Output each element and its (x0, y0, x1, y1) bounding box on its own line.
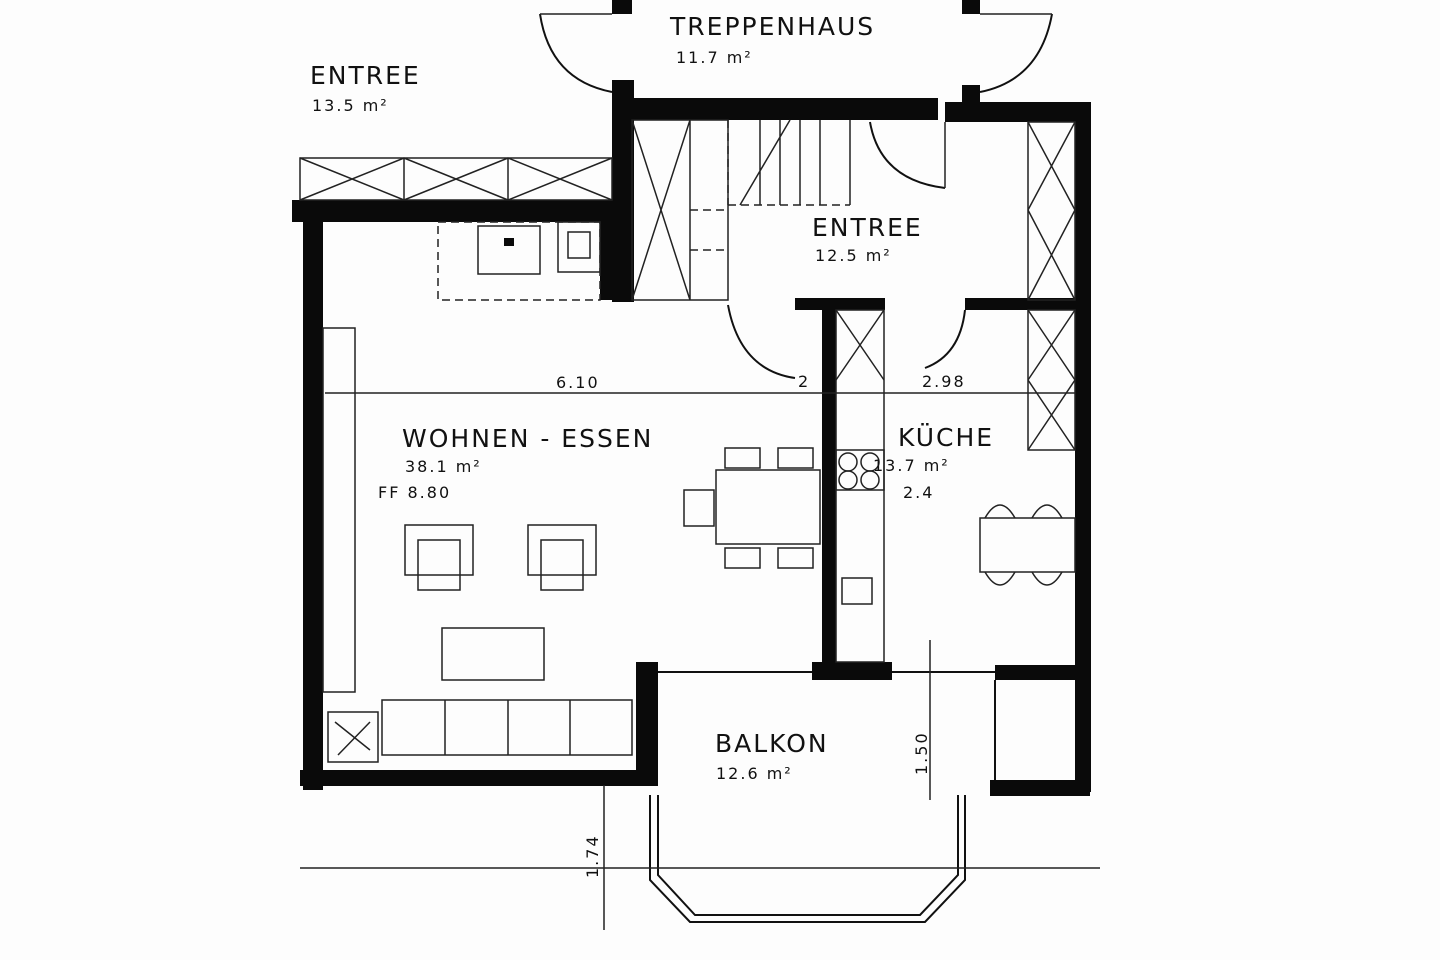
room-area-balkon: 12.6 m² (716, 764, 793, 783)
room-labels: TREPPENHAUS 11.7 m² ENTREE 13.5 m² ENTRE… (310, 12, 994, 783)
walls (292, 0, 1091, 796)
room-name-entree-right: ENTREE (812, 213, 923, 242)
room-name-treppenhaus: TREPPENHAUS (669, 12, 875, 41)
cabinets (299, 121, 1076, 693)
balcony (649, 671, 996, 923)
dimension-bay-depth: 1.74 (583, 834, 602, 878)
dimension-wohnen-width: 6.10 (556, 373, 600, 392)
room-area-kueche: 13.7 m² (873, 456, 950, 475)
furniture (327, 447, 1076, 763)
stairs (631, 119, 851, 301)
room-name-kueche: KÜCHE (898, 423, 994, 452)
dimension-labels: 6.10 2 2.98 1.50 1.74 (556, 372, 966, 878)
room-area-entree-left: 13.5 m² (312, 96, 389, 115)
room-area-entree-right: 12.5 m² (815, 246, 892, 265)
room-area-wohnen-essen: 38.1 m² (405, 457, 482, 476)
dimension-door-mark: 2 (798, 372, 810, 391)
dimension-lines (300, 392, 1100, 930)
dimension-balkon-depth: 1.50 (912, 731, 931, 775)
room-ff-wohnen-essen: FF 8.80 (378, 483, 451, 502)
room-name-entree-left: ENTREE (310, 61, 421, 90)
room-name-wohnen-essen: WOHNEN - ESSEN (402, 424, 653, 453)
room-name-balkon: BALKON (715, 729, 829, 758)
room-area-treppenhaus: 11.7 m² (676, 48, 753, 67)
doors (539, 13, 1053, 379)
room-height-kueche: 2.4 (903, 483, 934, 502)
dimension-kueche-width: 2.98 (922, 372, 966, 391)
